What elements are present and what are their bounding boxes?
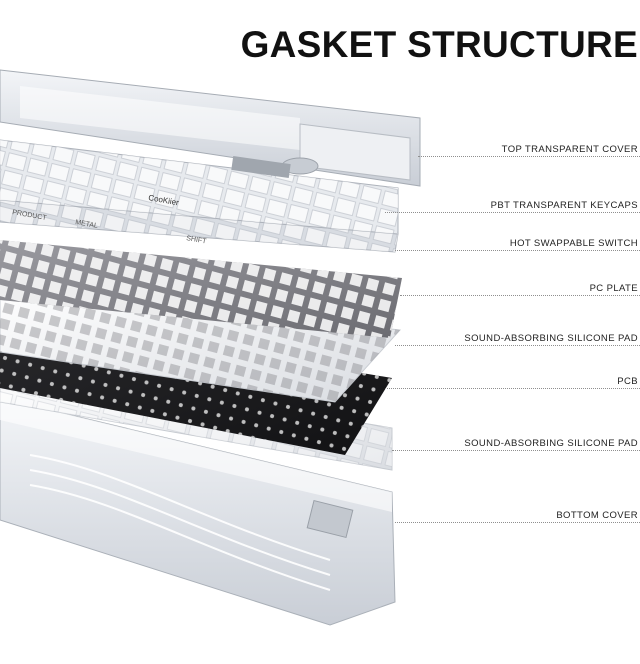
leader-line xyxy=(392,450,640,451)
label-upper-silicone-pad: SOUND-ABSORBING SILICONE PAD xyxy=(464,333,638,344)
leader-line xyxy=(400,295,640,296)
leader-line xyxy=(395,345,640,346)
page-title: GASKET STRUCTURE xyxy=(240,24,638,65)
top-cover-layer xyxy=(0,69,421,187)
pc-plate-layer xyxy=(0,240,402,338)
leader-line xyxy=(385,388,640,389)
leader-line xyxy=(395,522,640,523)
label-pbt-transparent-keycaps: PBT TRANSPARENT KEYCAPS xyxy=(490,200,638,211)
leader-line xyxy=(418,156,640,157)
keycap-text: METAL xyxy=(75,219,99,230)
leader-line xyxy=(385,212,640,213)
label-hot-swappable-switch: HOT SWAPPABLE SWITCH xyxy=(509,238,638,249)
label-pc-plate: PC PLATE xyxy=(589,283,638,294)
leader-line xyxy=(395,250,640,251)
bottom-cover-layer xyxy=(0,397,396,626)
label-lower-silicone-pad: SOUND-ABSORBING SILICONE PAD xyxy=(464,438,638,449)
keycap-text: SHIFT xyxy=(186,235,208,246)
label-bottom-cover: BOTTOM COVER xyxy=(556,510,638,521)
label-pcb: PCB xyxy=(617,376,638,387)
label-top-transparent-cover: TOP TRANSPARENT COVER xyxy=(501,144,638,155)
